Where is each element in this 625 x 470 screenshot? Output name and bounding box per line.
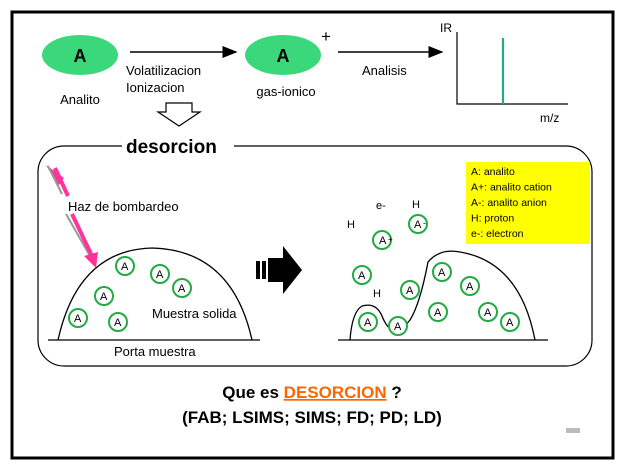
- analyte-molecule: [460, 276, 480, 296]
- analyte-label: Analito: [60, 92, 100, 107]
- ejected-electron: e-: [376, 200, 386, 212]
- ejected-cation-mark: +: [388, 235, 393, 244]
- desorption-title: desorcion: [126, 137, 217, 158]
- legend-item: e-: electron: [471, 228, 524, 240]
- ion-charge: +: [321, 27, 331, 46]
- analyte-molecule-letter: A: [466, 281, 474, 293]
- down-arrow-icon: [156, 102, 202, 127]
- question-keyword: DESORCION: [284, 383, 387, 402]
- analyte-molecule-letter: A: [406, 285, 414, 297]
- analyte-molecule-letter: A: [438, 267, 446, 279]
- analyte-molecule: [68, 308, 88, 328]
- corner-mark-icon: [566, 428, 580, 433]
- transition-bar-1: [256, 261, 260, 279]
- sample-label: Muestra solida: [152, 306, 237, 321]
- analyte-molecule: [388, 316, 408, 336]
- ion-oval: [245, 35, 321, 75]
- analyte-molecule: [172, 278, 192, 298]
- ejected-anion-mark: -: [423, 218, 426, 228]
- legend-item: A: analito: [471, 166, 515, 178]
- analyte-oval: [42, 35, 118, 75]
- legend-box: [466, 162, 590, 244]
- legend-item: H: proton: [471, 213, 514, 225]
- analyte-molecule-letter: A: [394, 321, 402, 333]
- analyte-molecule: [115, 256, 135, 276]
- analyte-molecule: [400, 280, 420, 300]
- beam-arrowhead: [84, 252, 98, 268]
- beam-label: Haz de bombardeo: [68, 199, 179, 214]
- analyte-molecule: [94, 286, 114, 306]
- left-molecules: A A A A A A: [68, 256, 192, 332]
- analyte-molecule-letter: A: [178, 283, 186, 295]
- ejected-proton-1: H: [412, 199, 420, 211]
- analyte-molecule-letter: A: [156, 269, 164, 281]
- footer-techniques: (FAB; LSIMS; SIMS; FD; PD; LD): [182, 408, 442, 427]
- transition-arrow-icon: [268, 246, 302, 294]
- holder-label: Porta muestra: [114, 344, 196, 359]
- analyte-molecule-letter: A: [364, 317, 372, 329]
- analyte-molecule-letter: A: [506, 317, 514, 329]
- desorption-box: [37, 145, 593, 367]
- ejected-proton-2: H: [347, 219, 355, 231]
- question-suffix: ?: [387, 383, 402, 402]
- beam-line-1: [53, 167, 70, 197]
- ion-letter: A: [277, 46, 290, 66]
- spectrum-axes: [456, 32, 568, 105]
- analyte-molecule: [108, 312, 128, 332]
- analyte-molecule: [500, 312, 520, 332]
- right-molecules: A A A A A A A A: [358, 262, 520, 336]
- ejected-anion-letter: A: [414, 219, 422, 231]
- legend-item: A-: analito anion: [471, 197, 547, 209]
- analyte-molecule-letter: A: [74, 313, 82, 325]
- question-prefix: Que es: [222, 383, 283, 402]
- analyte-molecule: [358, 312, 378, 332]
- step2-label: Analisis: [362, 63, 407, 78]
- sample-dome-right: [349, 250, 536, 341]
- analyte-molecule: [432, 262, 452, 282]
- beam-shadow-1: [47, 165, 63, 195]
- analyte-molecule-letter: A: [434, 307, 442, 319]
- slide-frame: [10, 10, 615, 460]
- ejected-neutral: [352, 265, 372, 285]
- analyte-letter: A: [74, 46, 87, 66]
- analyte-molecule-letter: A: [484, 307, 492, 319]
- title-mask: [122, 135, 234, 157]
- transition-bar-2: [262, 261, 266, 279]
- sample-dome-left: [57, 247, 253, 341]
- ejected-anion: [408, 214, 428, 234]
- analyte-molecule: [428, 302, 448, 322]
- footer-question: Que es DESORCION ?: [222, 383, 402, 402]
- analyte-molecule: [150, 264, 170, 284]
- analyte-molecule-letter: A: [100, 291, 108, 303]
- ejected-proton-3: H: [373, 288, 381, 300]
- analyte-molecule-letter: A: [114, 317, 122, 329]
- analyte-molecule-letter: A: [121, 261, 129, 273]
- beam-line-2: [70, 213, 94, 257]
- ejected-cation-letter: A: [379, 235, 387, 247]
- ion-label: gas-ionico: [256, 84, 315, 99]
- analyte-molecule: [478, 302, 498, 322]
- spectrum-y-label: IR: [440, 21, 452, 35]
- step1-line2: Ionizacion: [126, 80, 185, 95]
- legend-item: A+: analito cation: [471, 182, 552, 194]
- beam-shadow-2: [65, 213, 91, 257]
- step1-line1: Volatilizacion: [126, 63, 201, 78]
- ejected-neutral-letter: A: [358, 270, 366, 282]
- spectrum-x-label: m/z: [540, 111, 559, 125]
- ejected-cation: [372, 230, 392, 250]
